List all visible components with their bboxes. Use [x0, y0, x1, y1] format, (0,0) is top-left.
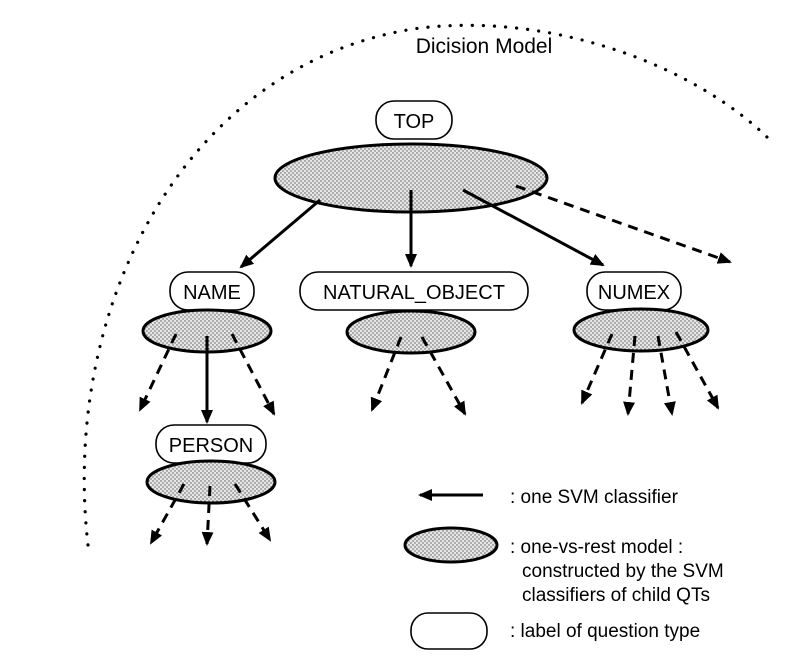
legend-arrow-text: : one SVM classifier	[510, 487, 679, 508]
legend-label-text: : label of question type	[510, 621, 700, 642]
classifier-arrow-natural-object-right	[420, 336, 467, 416]
node-label-numex: NUMEX	[598, 282, 670, 304]
node-label-top: TOP	[394, 111, 435, 133]
classifier-arrow-person-mid	[201, 485, 214, 546]
classifier-arrow-numex-3	[656, 335, 676, 416]
classifier-arrow-numex-4	[674, 331, 720, 410]
model-ellipse-natural-object	[345, 309, 477, 355]
diagram-title: Dicision Model	[416, 35, 553, 58]
legend-model-ellipse	[403, 526, 499, 564]
node-label-person: PERSON	[169, 435, 253, 457]
classifier-arrow-top-name	[239, 198, 321, 269]
classifier-arrow-numex-2	[623, 335, 637, 416]
node-label-natural-object: NATURAL_OBJECT	[323, 282, 505, 304]
classifier-arrow-person-right	[233, 483, 272, 542]
node-label-name: NAME	[183, 282, 241, 304]
legend-label-box	[410, 612, 488, 650]
model-ellipse-numex	[572, 307, 710, 353]
legend-model-text-1: : one-vs-rest model :	[510, 537, 683, 558]
classifier-arrow-person-left	[149, 483, 186, 545]
classifier-arrow-natural-object-left	[370, 336, 403, 412]
classifier-arrow-top-numex	[462, 188, 605, 267]
legend-model-text-2: constructed by the SVM	[522, 561, 724, 582]
label-box-top	[375, 100, 453, 140]
classifier-arrow-numex-1	[580, 333, 614, 405]
model-ellipse-person	[145, 459, 277, 505]
classifier-arrow-top-other	[515, 184, 732, 264]
legend-model-text-3: classifiers of child QTs	[522, 585, 710, 606]
classifier-arrow-name-left	[138, 333, 178, 412]
classifier-arrow-name-right	[230, 333, 276, 416]
